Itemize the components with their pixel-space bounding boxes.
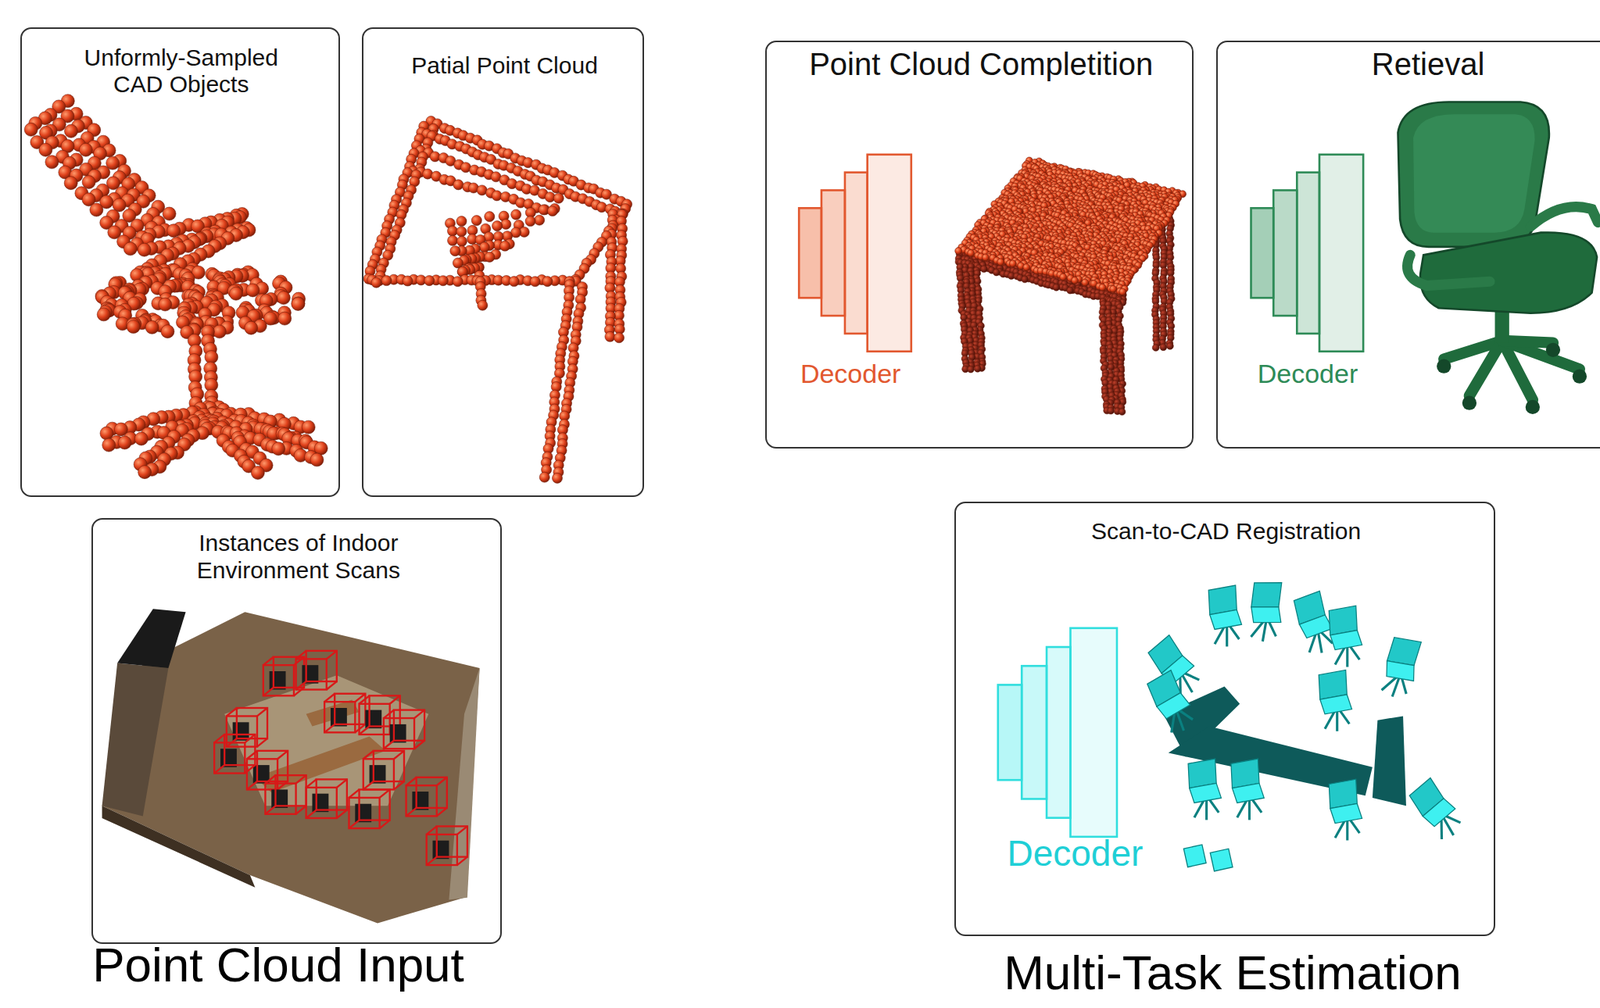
point [134, 432, 148, 446]
point [145, 320, 159, 334]
point [1152, 343, 1160, 351]
point [511, 209, 522, 220]
point [1159, 343, 1167, 351]
point [24, 122, 38, 137]
point [381, 275, 392, 287]
point [272, 442, 286, 456]
point [1166, 342, 1174, 350]
completed-table-point-cloud [955, 157, 1187, 416]
point [450, 246, 461, 257]
point [82, 175, 96, 190]
point [1119, 288, 1127, 296]
point [471, 215, 482, 226]
point [967, 365, 975, 373]
point [613, 332, 624, 344]
point [291, 297, 305, 312]
point [424, 275, 435, 287]
point [456, 216, 467, 227]
point [161, 325, 175, 339]
point [437, 275, 448, 287]
illustration-group [24, 94, 1598, 924]
point [447, 225, 458, 237]
point [167, 224, 181, 238]
point [1066, 286, 1074, 294]
partial-table-point-cloud [363, 115, 633, 484]
point [158, 297, 172, 312]
point [452, 276, 463, 287]
point [229, 286, 243, 301]
point [542, 276, 553, 287]
point [525, 216, 536, 227]
point [89, 203, 104, 217]
point [447, 235, 459, 246]
point [250, 466, 265, 480]
point [547, 205, 558, 216]
point [246, 283, 260, 298]
point [244, 321, 258, 335]
point [301, 420, 315, 434]
point [477, 300, 488, 311]
point [1021, 275, 1029, 283]
point [539, 472, 550, 483]
point [102, 438, 116, 452]
point [126, 320, 140, 334]
point [64, 176, 78, 190]
point [553, 193, 564, 204]
point [402, 275, 413, 287]
point [64, 124, 78, 138]
point [78, 143, 93, 157]
point [604, 331, 616, 342]
point [479, 242, 490, 253]
point [278, 311, 292, 326]
point [476, 185, 487, 196]
point [39, 143, 53, 157]
point [484, 211, 495, 222]
point [534, 214, 545, 226]
point [212, 325, 226, 339]
point [992, 268, 1000, 276]
point [276, 291, 290, 305]
point [45, 155, 59, 169]
point [118, 436, 132, 450]
point [453, 179, 464, 190]
point [508, 276, 520, 287]
point [500, 240, 511, 251]
point [551, 472, 562, 484]
point [484, 251, 495, 262]
point [371, 277, 382, 288]
point [137, 243, 151, 257]
point [501, 218, 512, 230]
point [492, 221, 503, 232]
point [456, 226, 467, 237]
point [138, 465, 152, 480]
point [1107, 407, 1115, 415]
point [162, 207, 176, 221]
point [529, 276, 541, 287]
point [1052, 283, 1060, 291]
point [980, 265, 988, 273]
point [973, 365, 981, 373]
point [96, 307, 111, 322]
point [310, 453, 324, 467]
point [123, 242, 137, 256]
point [291, 297, 305, 311]
chair-point-cloud [24, 94, 328, 480]
point [538, 204, 549, 215]
point [456, 236, 467, 247]
point [1118, 408, 1126, 416]
